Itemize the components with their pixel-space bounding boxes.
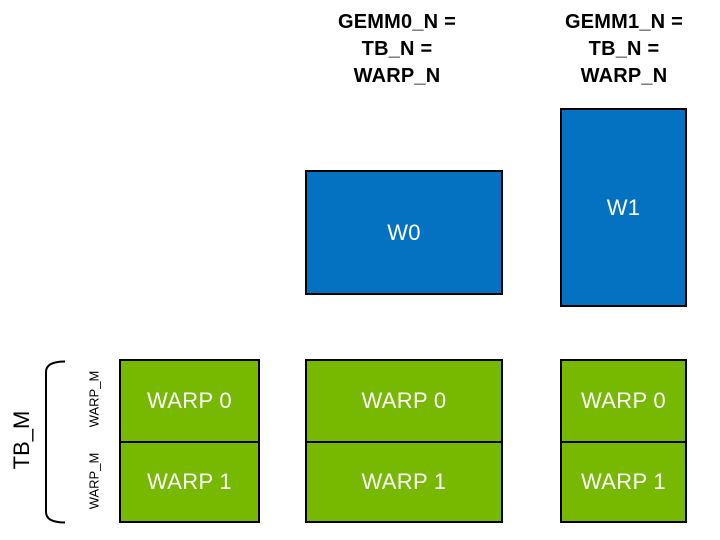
w1-tile: W1 [560,108,687,307]
gemm0-header-line1: GEMM0_N = [338,11,456,33]
threadblock-right-warp1: WARP 1 [560,441,687,523]
warp-m-row0-label: WARP_M [86,370,102,428]
tb-m-axis-label: TB_M [9,410,34,470]
tb-m-bracket [45,360,66,524]
threadblock-left-warp1: WARP 1 [119,441,260,523]
threadblock-right-warp0: WARP 0 [560,359,687,443]
gemm0-header-line3: WARP_N [353,65,441,87]
warp-label: WARP 1 [147,469,232,494]
warp-label: WARP 1 [361,469,447,494]
w0-tile-label: W0 [387,219,421,245]
warp-label: WARP 0 [147,388,232,413]
gemm1-header-line1: GEMM1_N = [565,11,683,33]
threadblock-middle-warp0: WARP 0 [305,359,503,443]
gemm0-header-line2: TB_N = [361,38,433,60]
gemm1-header-line3: WARP_N [580,65,668,87]
gemm0-column-header: GEMM0_N = TB_N = WARP_N [312,9,482,90]
warp-label: WARP 1 [581,469,666,494]
threadblock-middle-warp1: WARP 1 [305,441,503,523]
warp-m-row1-label: WARP_M [86,452,102,510]
warp-label: WARP 0 [361,388,447,413]
threadblock-left-warp0: WARP 0 [119,359,260,443]
w1-tile-label: W1 [606,194,641,220]
w0-tile: W0 [305,170,503,295]
warp-label: WARP 0 [581,388,666,413]
gemm1-column-header: GEMM1_N = TB_N = WARP_N [539,9,709,90]
gemm1-header-line2: TB_N = [588,38,660,60]
